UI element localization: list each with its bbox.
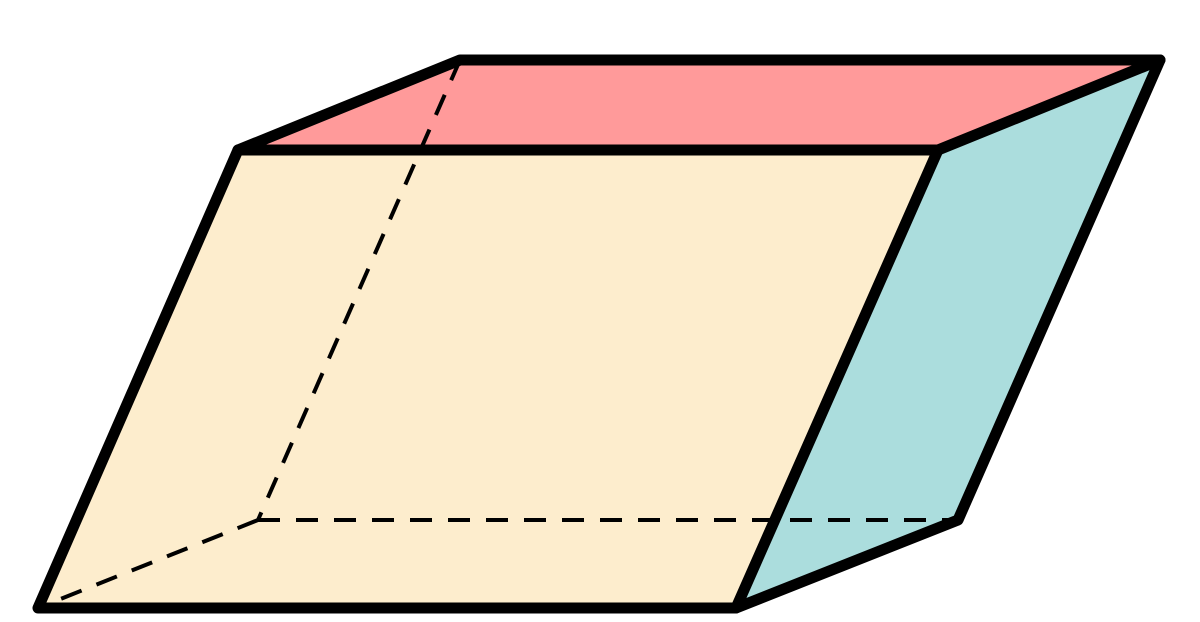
hidden-edges xyxy=(37,59,958,610)
hidden-edge-vertical xyxy=(256,59,462,521)
top-face xyxy=(238,60,1160,150)
front-right-edge xyxy=(730,144,944,614)
visible-edges xyxy=(32,54,1166,614)
front-face xyxy=(38,150,938,608)
top-right-edge xyxy=(932,54,1166,156)
hidden-edge-depth xyxy=(37,518,259,610)
right-face xyxy=(736,60,1160,608)
